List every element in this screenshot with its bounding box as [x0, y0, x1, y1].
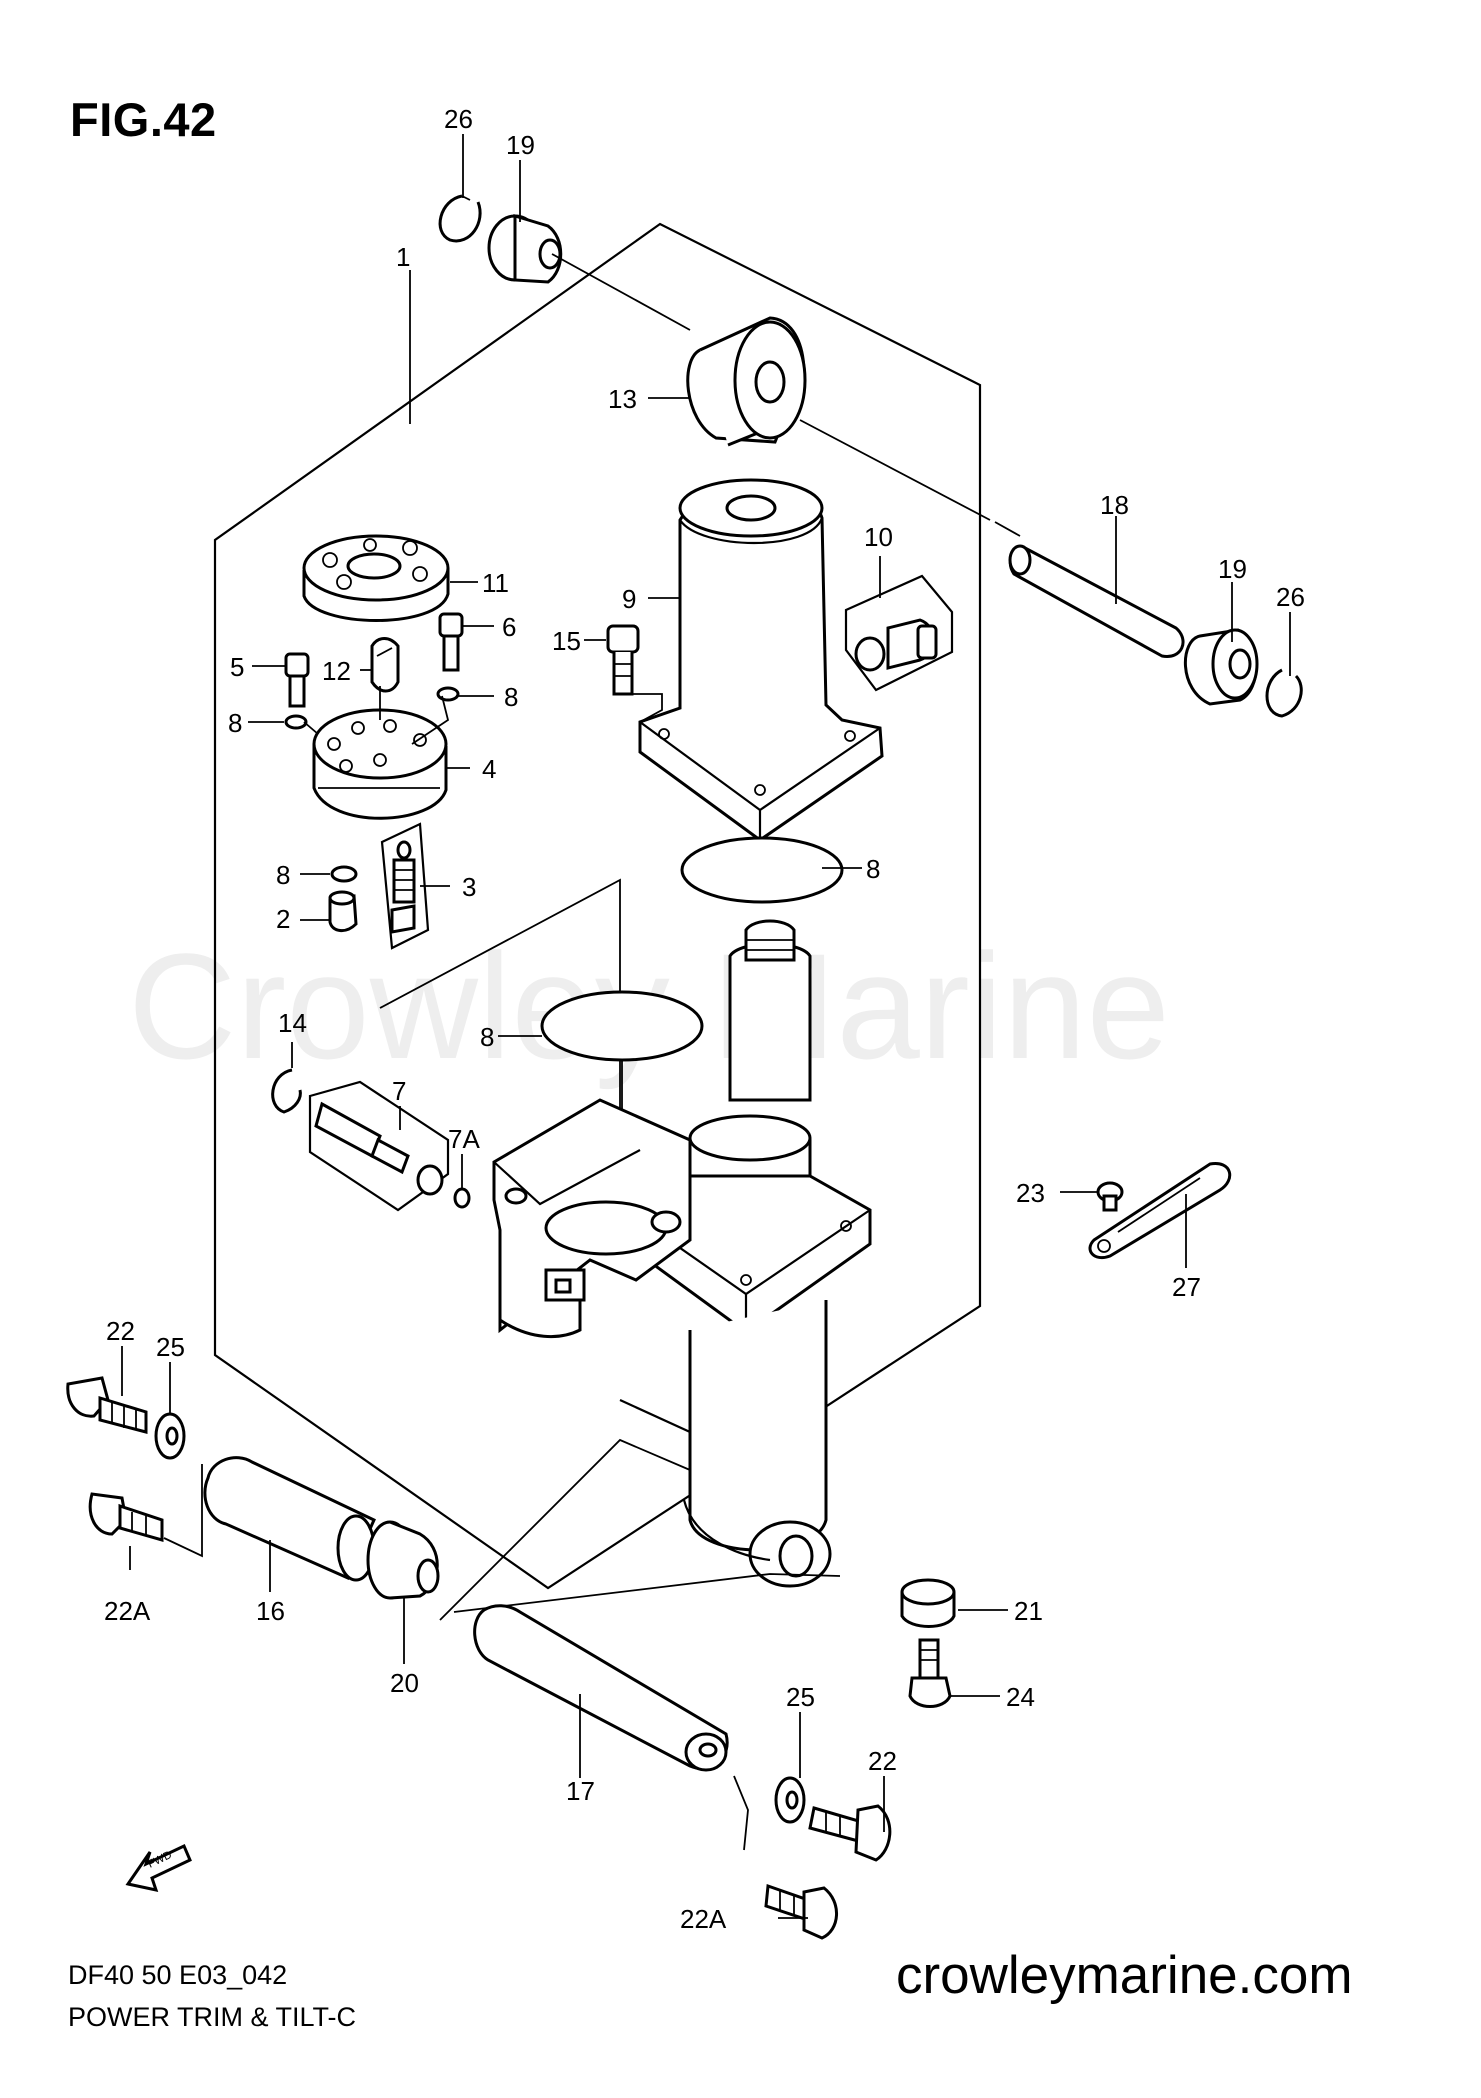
callout-8-d: 8	[866, 854, 880, 884]
manifold-housing	[492, 1098, 692, 1434]
callout-24: 24	[1006, 1682, 1035, 1712]
callout-19-right: 19	[1218, 554, 1247, 584]
diagram-code: DF40 50 E03_042	[68, 1960, 288, 1990]
valve-12	[370, 637, 400, 693]
washer-25-left	[154, 1412, 186, 1460]
figure-title: FIG.42	[70, 93, 217, 146]
spool-3	[380, 822, 430, 950]
pump-body-4	[312, 708, 448, 820]
assembly-outline	[213, 222, 982, 1590]
callout-14: 14	[278, 1008, 307, 1038]
callout-4: 4	[482, 754, 496, 784]
o-ring-7a	[453, 1187, 471, 1209]
callout-22a-left: 22A	[104, 1596, 151, 1626]
callout-19-top: 19	[506, 130, 535, 160]
pin-18	[1008, 544, 1185, 658]
callout-22a-right: 22A	[680, 1904, 727, 1934]
anode-strap-27	[1088, 1162, 1232, 1259]
callout-5: 5	[230, 652, 244, 682]
leader-lines	[121, 134, 1291, 1919]
bolt-22a-left	[88, 1492, 164, 1542]
callout-16: 16	[256, 1596, 285, 1626]
callout-26-top-label: 26	[444, 104, 473, 134]
callout-7: 7	[392, 1076, 406, 1106]
callout-6: 6	[502, 612, 516, 642]
o-ring-8-a	[284, 714, 308, 730]
screw-23	[1096, 1181, 1124, 1212]
callout-26-right: 26	[1276, 582, 1305, 612]
snap-ring-26-right	[1265, 668, 1303, 718]
callout-2: 2	[276, 904, 290, 934]
bushing-20	[366, 1520, 440, 1600]
pump-cover-11	[302, 534, 450, 622]
callout-3: 3	[462, 872, 476, 902]
snap-ring-14	[271, 1068, 302, 1114]
callout-7a: 7A	[448, 1124, 480, 1154]
screw-6	[438, 612, 464, 672]
bolt-24	[908, 1638, 952, 1708]
valve-10	[844, 574, 954, 692]
callout-25-left: 25	[156, 1332, 185, 1362]
callout-22-right: 22	[868, 1746, 897, 1776]
callout-20: 20	[390, 1668, 419, 1698]
bolt-22a-right	[764, 1883, 838, 1940]
o-ring-8-b	[436, 686, 460, 702]
callout-15: 15	[552, 626, 581, 656]
bushing-19-right	[1183, 628, 1259, 706]
bolt-22-right	[808, 1804, 892, 1862]
collar-21	[900, 1578, 956, 1628]
fwd-arrow-icon: FWD	[125, 1843, 192, 1893]
diagram-subtitle: POWER TRIM & TILT-C	[68, 2002, 357, 2032]
callout-18: 18	[1100, 490, 1129, 520]
snap-ring-26-top	[438, 194, 482, 243]
plug-2	[328, 890, 358, 932]
callout-25-right: 25	[786, 1682, 815, 1712]
callout-21: 21	[1014, 1596, 1043, 1626]
o-ring-8-c	[330, 865, 358, 883]
callout-11: 11	[482, 568, 509, 598]
callout-27: 27	[1172, 1272, 1201, 1302]
callout-10: 10	[864, 522, 893, 552]
callout-13: 13	[608, 384, 637, 414]
manual-valve-7	[308, 1080, 450, 1212]
callout-12: 12	[322, 656, 351, 686]
website-link[interactable]: crowleymarine.com	[896, 1946, 1353, 2005]
bushing-19-top	[487, 213, 563, 284]
callout-1: 1	[396, 242, 410, 272]
screw-15	[606, 624, 663, 723]
washer-25-right	[774, 1776, 806, 1824]
bushing-13	[686, 316, 807, 447]
callout-8-c: 8	[276, 860, 290, 890]
callout-8-e: 8	[480, 1022, 494, 1052]
callout-17: 17	[566, 1776, 595, 1806]
callout-8-a: 8	[228, 708, 242, 738]
callout-8-b: 8	[504, 682, 518, 712]
callout-22-left: 22	[106, 1316, 135, 1346]
callout-9: 9	[622, 584, 636, 614]
bolt-22-left	[66, 1376, 148, 1434]
pin-17	[473, 1604, 729, 1772]
screw-5	[284, 652, 310, 708]
o-ring-8-e	[540, 990, 704, 1062]
callout-23: 23	[1016, 1178, 1045, 1208]
motor-9	[638, 478, 884, 842]
o-ring-8-d	[680, 836, 844, 904]
bushing-16	[203, 1456, 376, 1582]
